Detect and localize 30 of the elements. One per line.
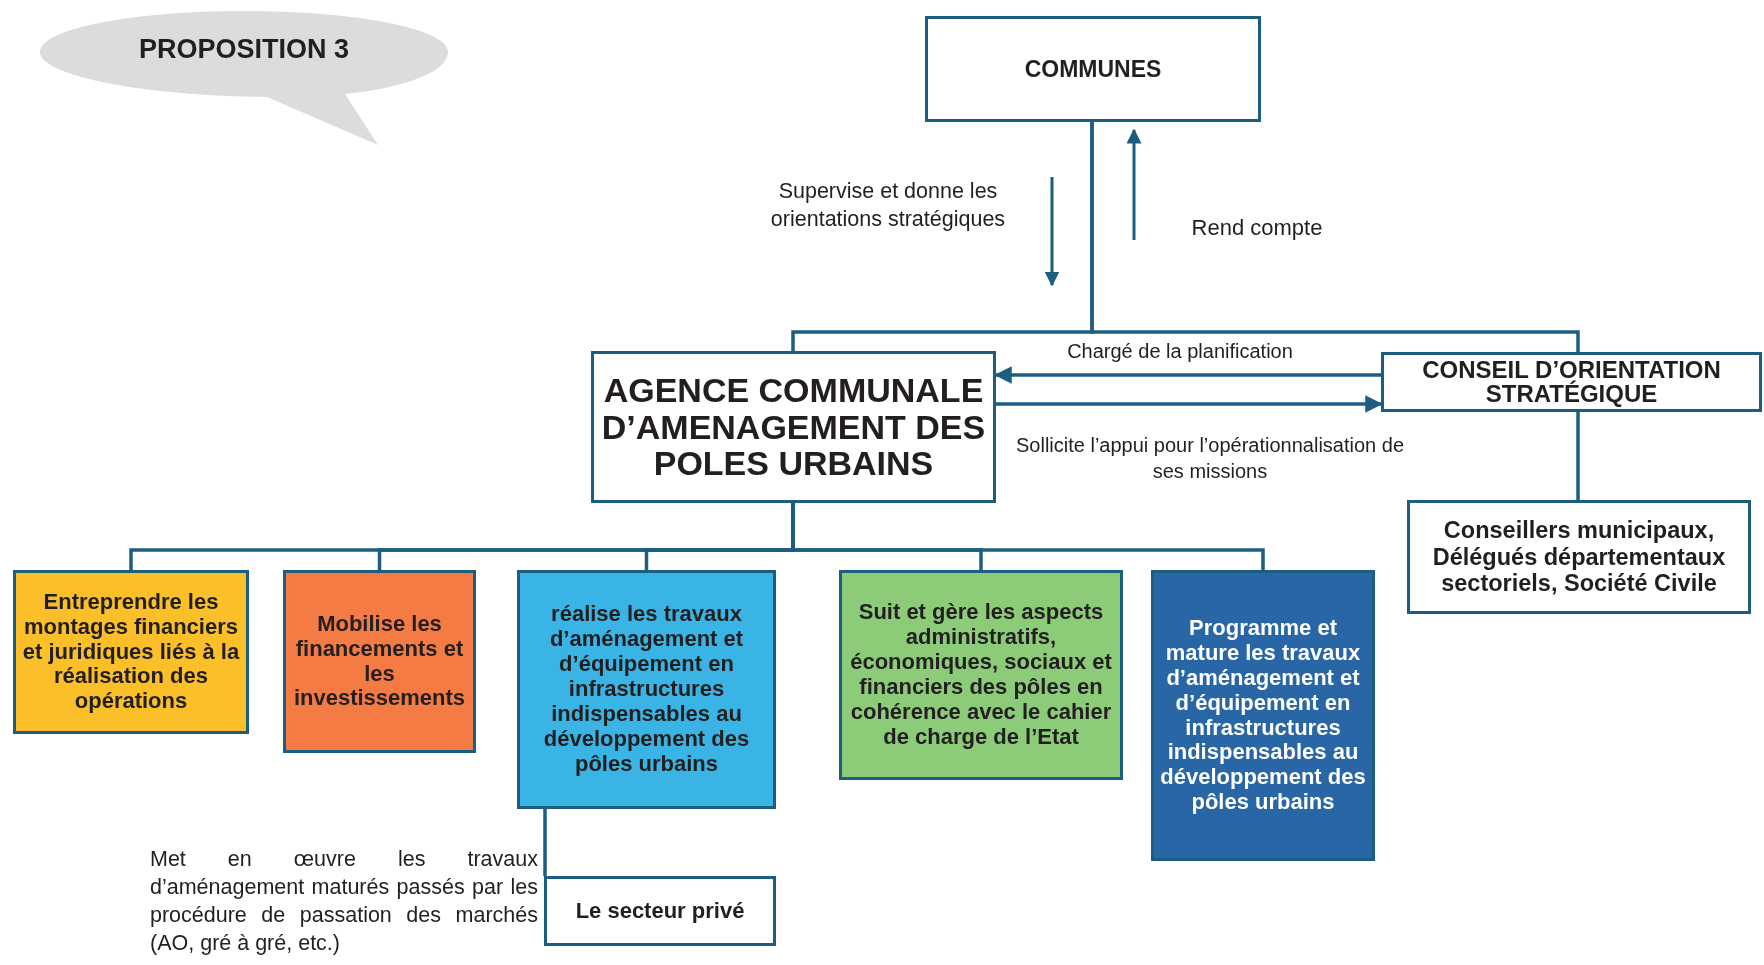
box-text: Le secteur privé	[574, 898, 746, 924]
connector-line	[543, 809, 547, 876]
connector-line	[1576, 412, 1580, 500]
connector-line	[791, 503, 1265, 570]
mission-box	[839, 570, 1123, 780]
org-box	[1381, 352, 1762, 412]
mission-box	[13, 570, 249, 734]
org-box	[591, 351, 996, 503]
bubble-title: PROPOSITION 3	[137, 34, 350, 65]
box-text: Programme et mature les travaux d’aménagement et d’équipement en infrastructures indispensables au développement des pôles urbains	[1159, 616, 1367, 815]
flow-note: Supervise et donne les orientations stratégiques	[769, 178, 1007, 233]
box-text: Mobilise les financements et les investissements	[292, 611, 467, 712]
box-text: Suit et gère les aspects administratifs, économiques, sociaux et financiers des pôles en cohérence avec le cahier de charge de l’Etat	[849, 600, 1113, 750]
member-box	[1407, 500, 1751, 614]
connector-line	[1090, 122, 1580, 352]
box-text: CONSEIL D’ORIENTATION STRATÉGIQUE	[1421, 358, 1722, 406]
speech-bubble	[40, 10, 448, 145]
org-box	[925, 16, 1261, 122]
org-box	[544, 876, 776, 946]
box-text: COMMUNES	[1023, 56, 1163, 82]
mission-box	[1151, 570, 1375, 861]
mission-box	[283, 570, 476, 753]
box-text: Entreprendre les montages financiers et juridiques liés à la réalisation des opérations	[21, 589, 241, 715]
mission-box	[517, 570, 776, 809]
box-text: Conseillers municipaux, Délégués départementaux sectoriels, Société Civile	[1431, 517, 1727, 597]
box-text: AGENCE COMMUNALE D’AMENAGEMENT DES POLES URBAINS	[600, 371, 987, 483]
arrow	[996, 395, 1383, 413]
arrow	[994, 366, 1381, 384]
box-text: réalise les travaux d’aménagement et d’équipement en infrastructures indispensables au développement des pôles urbains	[542, 602, 751, 777]
flow-note: Rend compte	[1190, 214, 1324, 242]
